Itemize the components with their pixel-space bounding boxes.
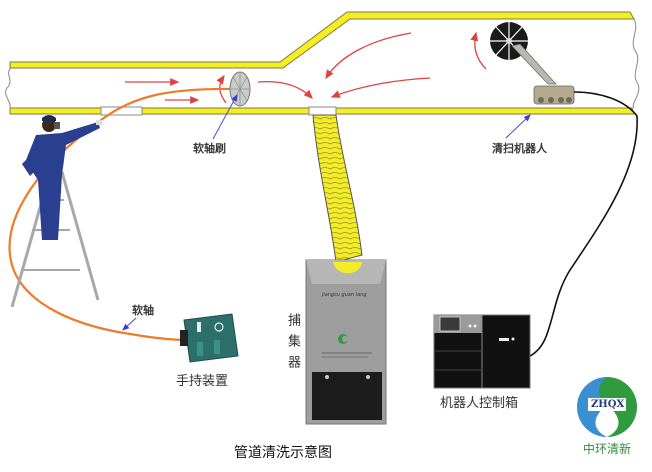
brush-pointer [212, 94, 238, 140]
label-cleaning-robot: 清扫机器人 [492, 142, 547, 155]
logo-abbreviation: ZHQX [591, 399, 625, 410]
label-robot-control-box: 机器人控制箱 [440, 396, 519, 411]
cleaning-robot [490, 22, 575, 105]
airflow-arrows [125, 31, 487, 104]
company-logo-mark [577, 377, 637, 437]
label-flexible-shaft: 软轴 [132, 304, 154, 317]
worker [22, 115, 102, 240]
label-collector: 捕集器 [285, 313, 300, 376]
airflow-arrow [330, 77, 431, 98]
robot-control-box [433, 314, 531, 389]
robot-cable [527, 91, 638, 358]
duct-right-cut [632, 18, 640, 109]
robot-arm [511, 43, 557, 85]
air-duct [5, 11, 640, 116]
worker-on-ladder [10, 115, 102, 308]
duct-left-cut [5, 67, 12, 109]
label-flexible-shaft-brush: 软轴刷 [193, 142, 226, 155]
flexible-shaft-brush [229, 71, 251, 107]
collector-hose [312, 114, 363, 263]
logo-company-name: 中环清新 [583, 442, 632, 456]
duct-collector-opening [308, 106, 337, 116]
robot-pointer [505, 114, 531, 139]
airflow-arrow [470, 31, 487, 70]
diagram-caption: 管道清洗示意图 [234, 445, 332, 461]
handheld-device [180, 313, 239, 363]
collector-panel-text: jiangsu guan lang [322, 292, 367, 298]
label-handheld-device: 手持装置 [176, 374, 229, 389]
collector-unit [305, 259, 387, 425]
duct-top-wall [9, 11, 635, 69]
airflow-arrow [325, 32, 412, 80]
airflow-arrow [257, 80, 313, 99]
flexible-shaft [8, 87, 237, 342]
robot-body [533, 85, 575, 105]
shaft-pointer [122, 317, 137, 331]
